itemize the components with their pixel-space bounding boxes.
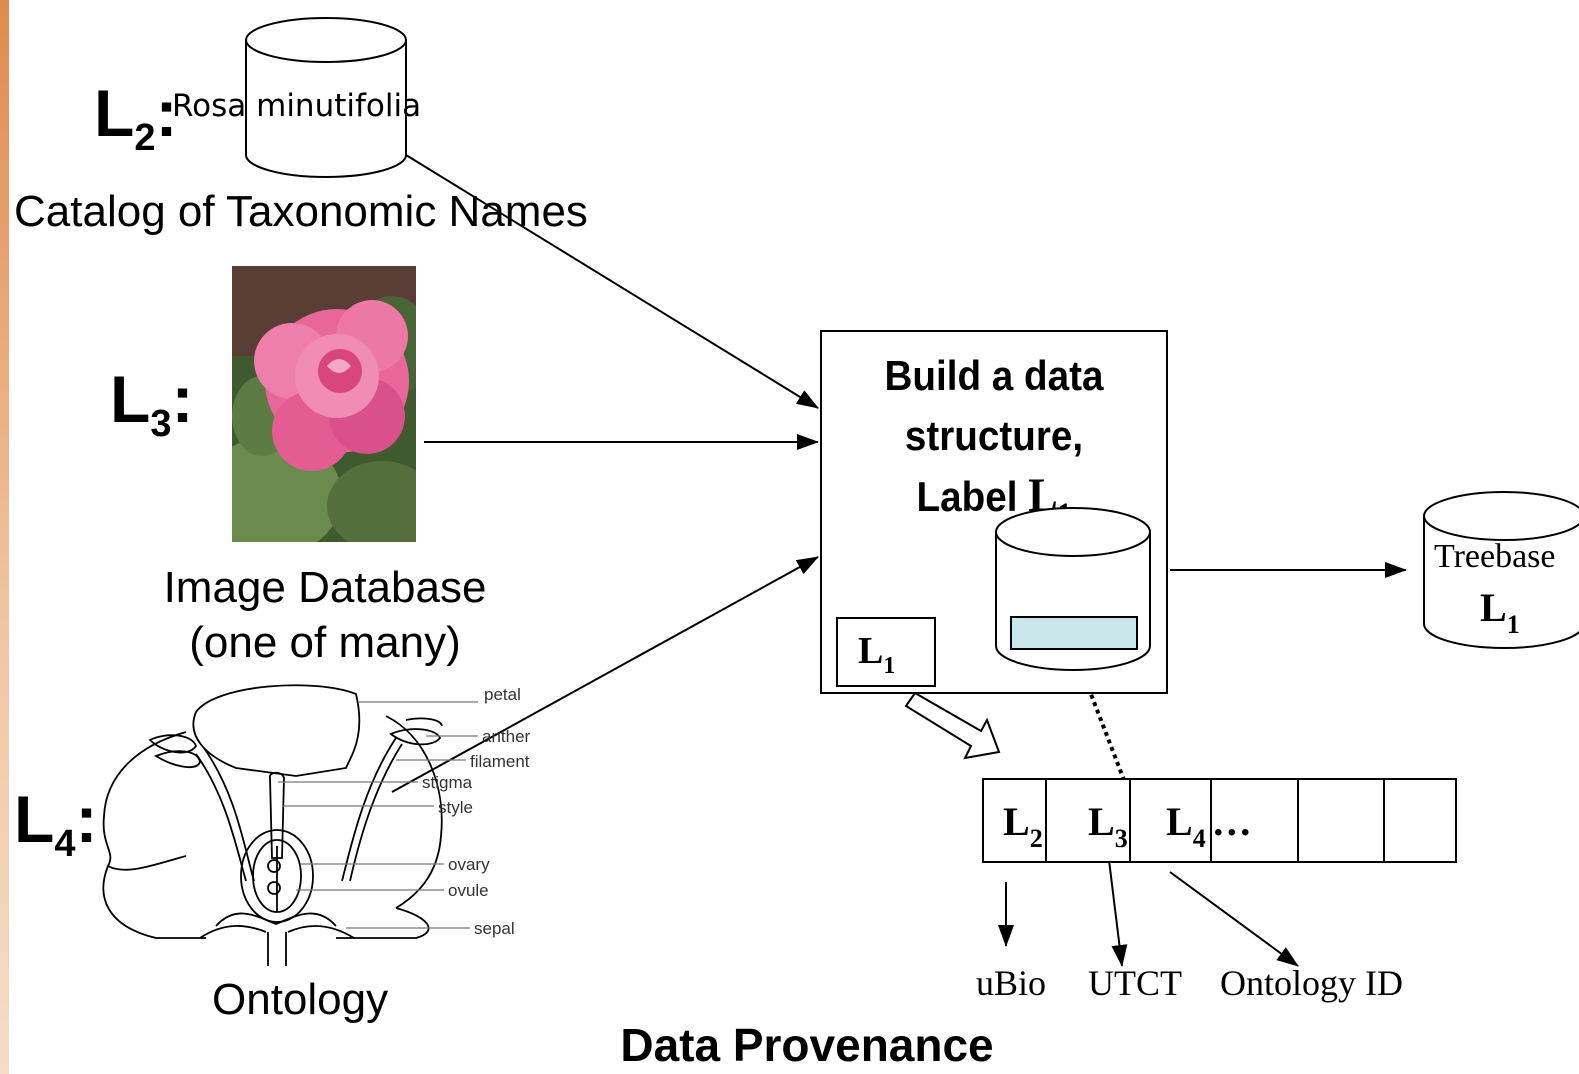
arrow-to-ontology-id	[1169, 871, 1299, 967]
part-label-petal: petal	[484, 685, 521, 704]
arrow-to-utct	[1107, 851, 1128, 967]
hollow-arrow-l1-to-provenance	[904, 691, 1001, 760]
target-utct: UTCT	[1088, 963, 1182, 1003]
arrow-ontology-to-process	[391, 556, 819, 793]
label-l4: L4:	[14, 782, 98, 865]
part-label-stigma: stigma	[422, 773, 473, 792]
flower-anatomy-sketch: petal anther filament stigma style ovary…	[102, 684, 531, 966]
provenance-ellipsis: …	[1211, 799, 1252, 844]
image-db-caption: Image Database (one of many)	[150, 560, 500, 670]
label-l3: L3:	[110, 362, 194, 445]
label-l2: L2:	[94, 76, 178, 159]
ontology-caption: Ontology	[212, 975, 389, 1024]
inner-database-cylinder	[995, 507, 1151, 671]
process-title-line2: structure,	[904, 412, 1084, 459]
database-record-highlight	[1010, 616, 1138, 650]
provenance-record	[982, 778, 1457, 863]
part-label-sepal: sepal	[474, 919, 515, 938]
catalog-db-entry: Rosa minutifolia	[172, 88, 422, 124]
provenance-cell-l4: L4…	[1166, 799, 1252, 853]
part-label-ovary: ovary	[448, 855, 490, 874]
part-label-anther: anther	[482, 727, 531, 746]
treebase-database-cylinder	[1423, 491, 1579, 649]
process-title-line1: Build a data	[884, 352, 1104, 399]
provenance-cell-l3: L3	[1088, 799, 1128, 853]
image-db-caption-line2: (one of many)	[189, 618, 461, 667]
l1-label-box: L1	[836, 617, 936, 687]
rose-photo	[232, 266, 416, 542]
target-ontology-id: Ontology ID	[1220, 963, 1403, 1003]
part-label-style: style	[438, 798, 473, 817]
target-ubio: uBio	[976, 963, 1047, 1003]
image-db-caption-line1: Image Database	[163, 563, 487, 612]
process-title: Build a data structure, Label L1	[836, 346, 1152, 544]
arrow-catalog-to-process	[405, 154, 819, 409]
part-label-ovule: ovule	[448, 881, 489, 900]
part-label-filament: filament	[470, 752, 530, 771]
catalog-caption: Catalog of Taxonomic Names	[14, 187, 588, 236]
catalog-database-cylinder	[245, 17, 407, 178]
treebase-label: L1	[1480, 585, 1520, 639]
provenance-cell-l2: L2	[1003, 799, 1043, 853]
diagram-title: Data Provenance	[620, 1019, 994, 1071]
treebase-name: Treebase	[1434, 538, 1556, 575]
slide-edge-accent	[0, 0, 9, 1074]
